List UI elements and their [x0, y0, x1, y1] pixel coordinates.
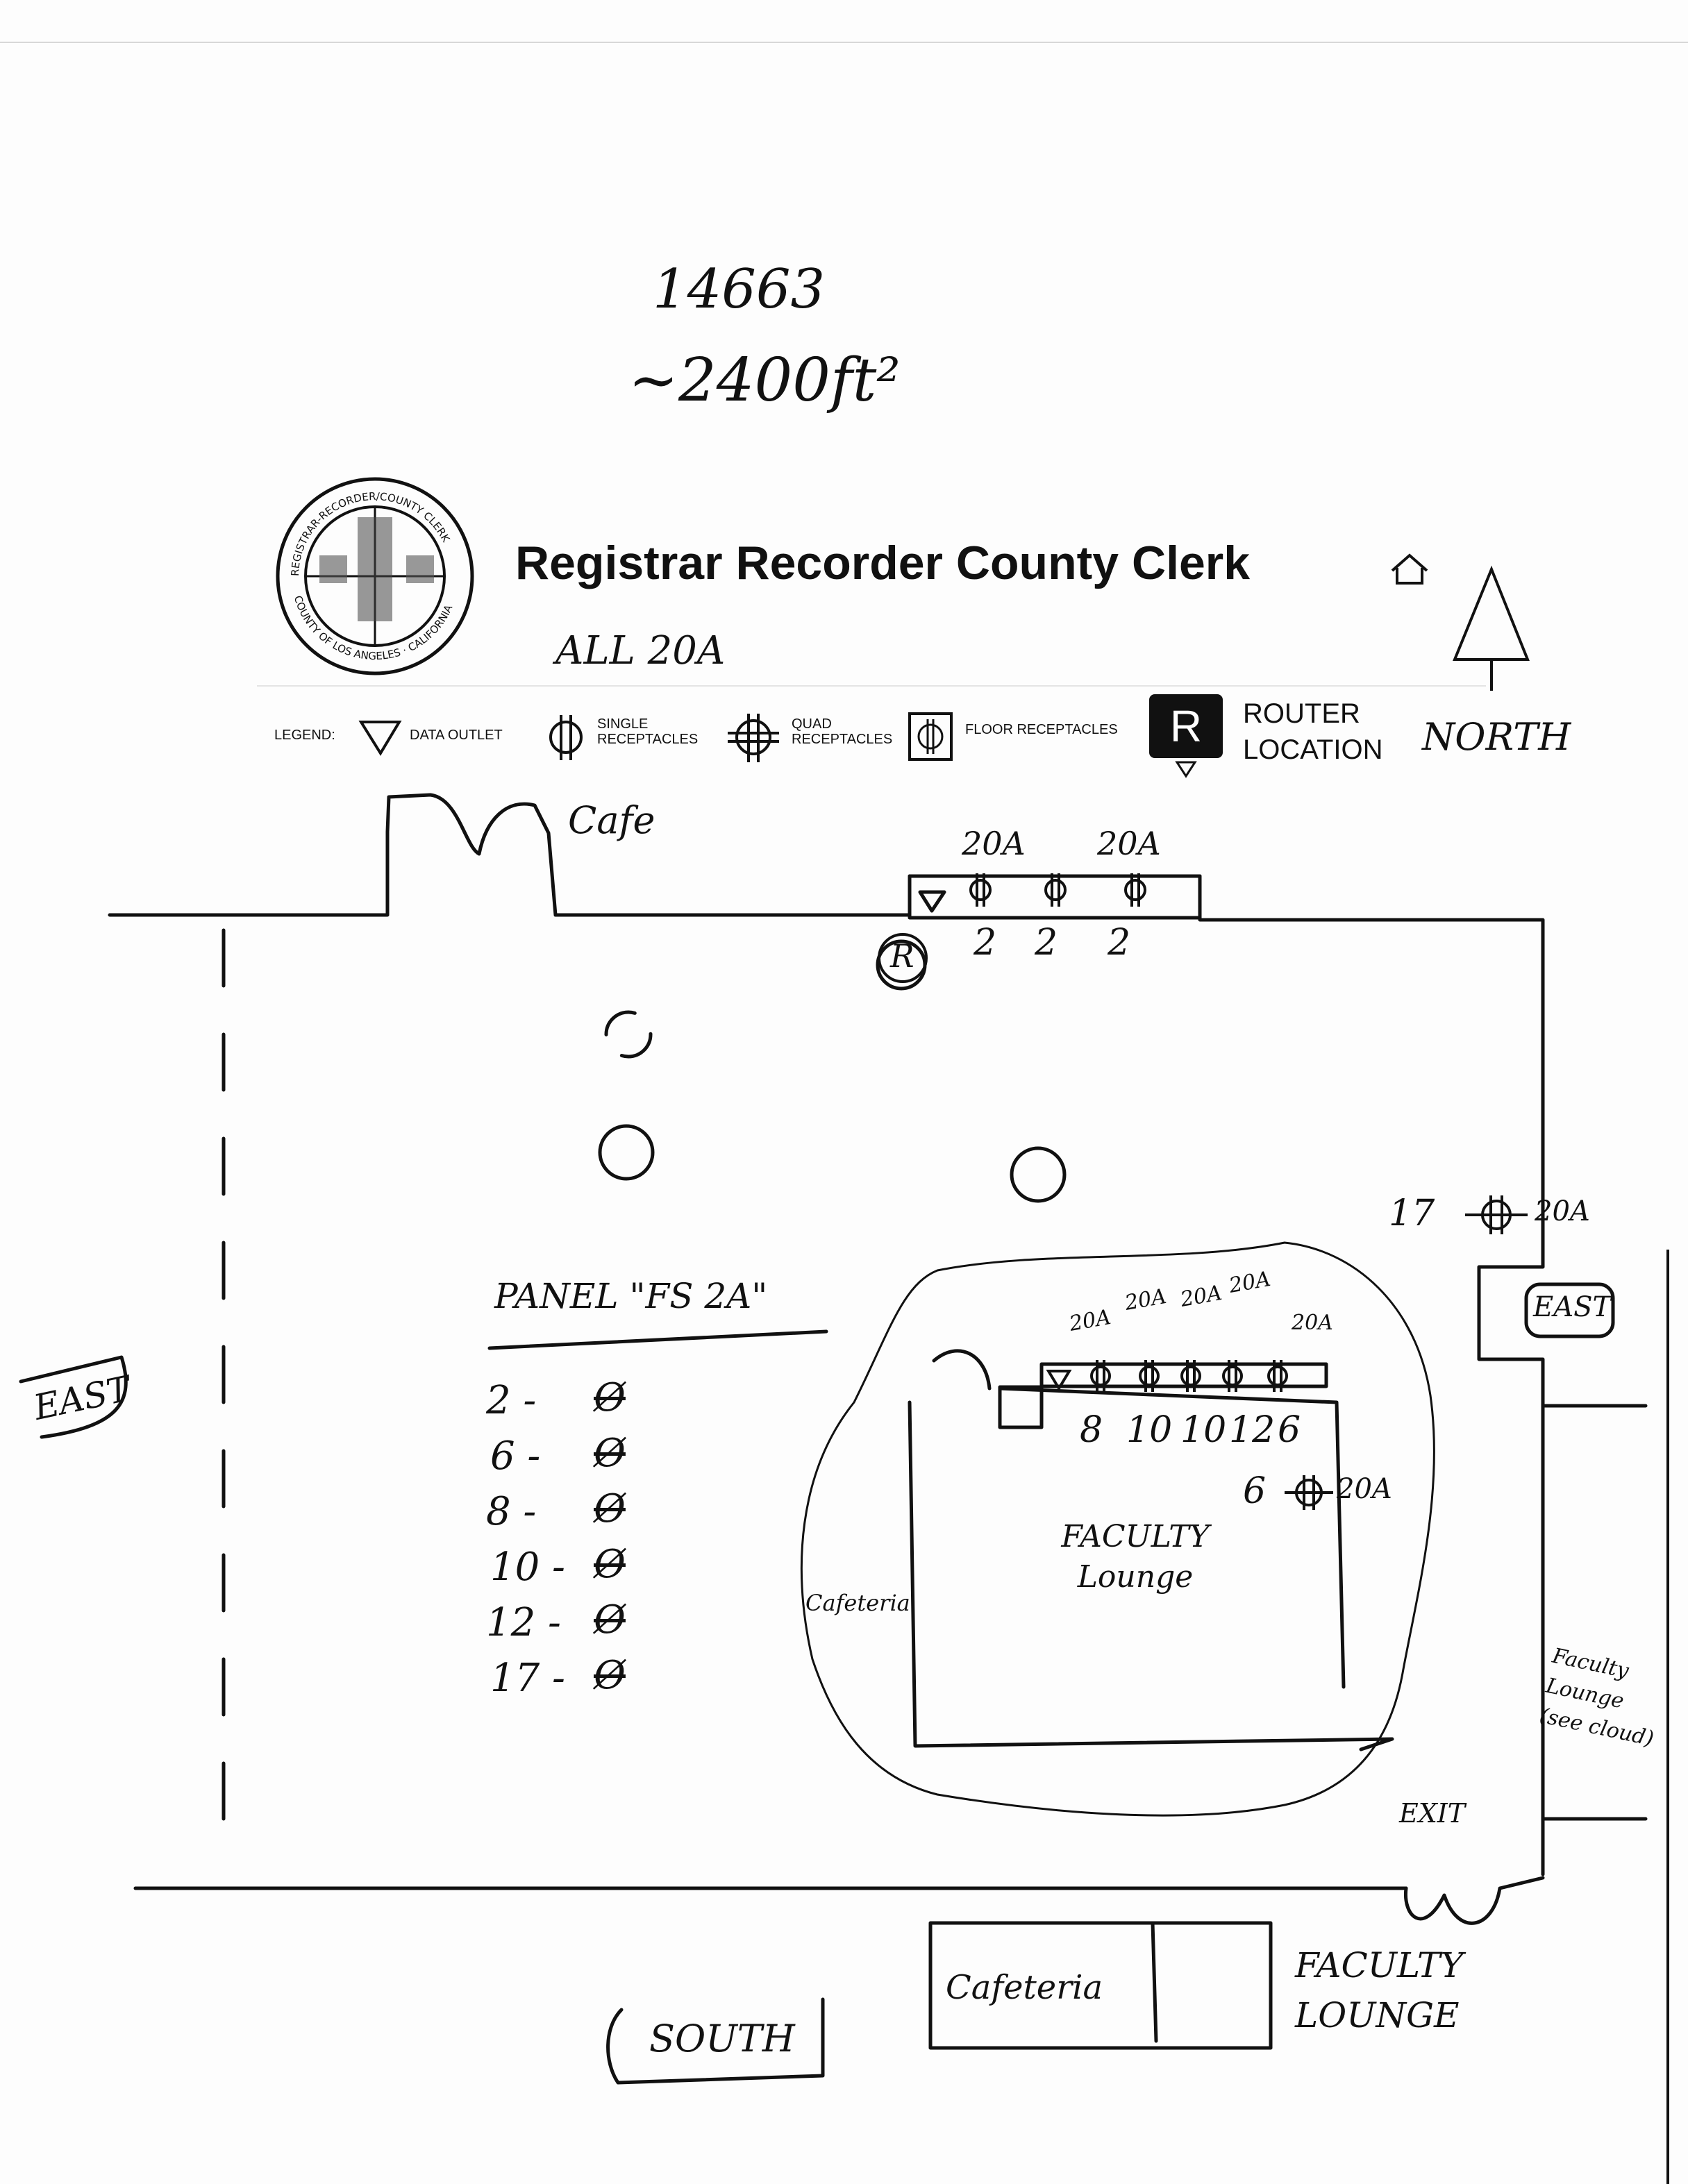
page-title: Registrar Recorder County Clerk	[515, 537, 1251, 589]
lounge-circuit-5: 6	[1278, 1409, 1301, 1451]
east-circuit: 17	[1389, 1193, 1435, 1234]
south-box	[606, 1997, 825, 2085]
panel-circuit-number: 6 -	[490, 1434, 541, 1479]
north-amps-1: 20A	[962, 825, 1026, 862]
job-number: 14663	[653, 258, 826, 321]
panel-title: PANEL "FS 2A"	[494, 1276, 768, 1316]
lounge-circuit-1: 8	[1080, 1409, 1103, 1451]
legend-single-receptacles: SINGLE RECEPTACLES	[597, 716, 699, 747]
panel-circuit-number: 2 -	[486, 1378, 537, 1423]
bottom-faculty-lounge-label: FACULTY LOUNGE	[1295, 1945, 1464, 2035]
north-label: NORTH	[1422, 715, 1571, 759]
east-box-west	[19, 1355, 128, 1439]
legend-data-outlet: DATA OUTLET	[410, 728, 503, 743]
north-circuit-1: 2	[973, 922, 997, 964]
north-circuit-2: 2	[1035, 922, 1058, 964]
south-label: SOUTH	[649, 2017, 795, 2060]
scan-edge-right	[1666, 1250, 1669, 2184]
exit-door	[1403, 1876, 1545, 1925]
legend-label: LEGEND:	[274, 728, 335, 743]
panel-circuit-struck-zero-icon: Ø	[594, 1486, 626, 1531]
amperage-note: ALL 20A	[555, 628, 726, 673]
lounge-side-amps: 20A	[1337, 1473, 1392, 1505]
lounge-amps-5: 20A	[1292, 1311, 1333, 1335]
router-marker: R	[890, 937, 914, 975]
panel-circuit-struck-zero-icon: Ø	[594, 1653, 626, 1698]
cafe-label: Cafe	[568, 798, 655, 842]
faculty-lounge-room	[908, 1386, 1394, 1752]
cafeteria-inner-label: Cafeteria	[805, 1590, 910, 1616]
lounge-circuit-4: 12	[1229, 1409, 1276, 1451]
panel-circuit-number: 10 -	[490, 1545, 565, 1590]
lounge-receptacle-icon	[1090, 1360, 1111, 1392]
panel-circuit-struck-zero-icon: Ø	[594, 1431, 626, 1476]
lounge-receptacle-icon	[1139, 1360, 1160, 1392]
legend-quad-receptacles: QUAD RECEPTACLES	[792, 716, 893, 747]
lounge-circuit-3: 10	[1180, 1409, 1227, 1451]
panel-circuit-number: 17 -	[490, 1656, 565, 1701]
east-amps: 20A	[1535, 1195, 1590, 1227]
east-wall-label: EAST	[1533, 1291, 1612, 1323]
legend-floor-receptacles: FLOOR RECEPTACLES	[965, 722, 1118, 737]
lounge-cloud	[800, 1241, 1435, 1817]
panel-circuit-number: 12 -	[486, 1600, 561, 1645]
area-estimate: ~2400ft²	[628, 346, 901, 415]
legend-router-location: ROUTER LOCATION	[1243, 698, 1383, 765]
faculty-lounge-label: FACULTY Lounge	[1061, 1519, 1210, 1595]
lounge-receptacle-icon	[1180, 1360, 1201, 1392]
panel-circuit-struck-zero-icon: Ø	[594, 1375, 626, 1420]
lounge-circuit-2: 10	[1126, 1409, 1173, 1451]
lounge-receptacle-icon	[1267, 1360, 1288, 1392]
exit-label: EXIT	[1399, 1798, 1466, 1829]
lounge-side-circuit: 6	[1243, 1470, 1267, 1512]
panel-circuit-struck-zero-icon: Ø	[594, 1542, 626, 1587]
north-amps-2: 20A	[1097, 825, 1161, 862]
panel-circuit-number: 8 -	[486, 1489, 537, 1534]
north-wall-receptacle-icon	[1044, 873, 1067, 907]
north-circuit-3: 2	[1108, 922, 1131, 964]
bottom-cafeteria-label: Cafeteria	[946, 1968, 1103, 2007]
lounge-data-outlet-icon	[1046, 1370, 1072, 1391]
panel-circuit-struck-zero-icon: Ø	[594, 1597, 626, 1643]
scan-edge	[0, 42, 1688, 43]
north-wall-receptacle-icon	[1124, 873, 1146, 907]
lounge-receptacle-icon	[1222, 1360, 1243, 1392]
north-wall-receptacle-icon	[969, 873, 992, 907]
